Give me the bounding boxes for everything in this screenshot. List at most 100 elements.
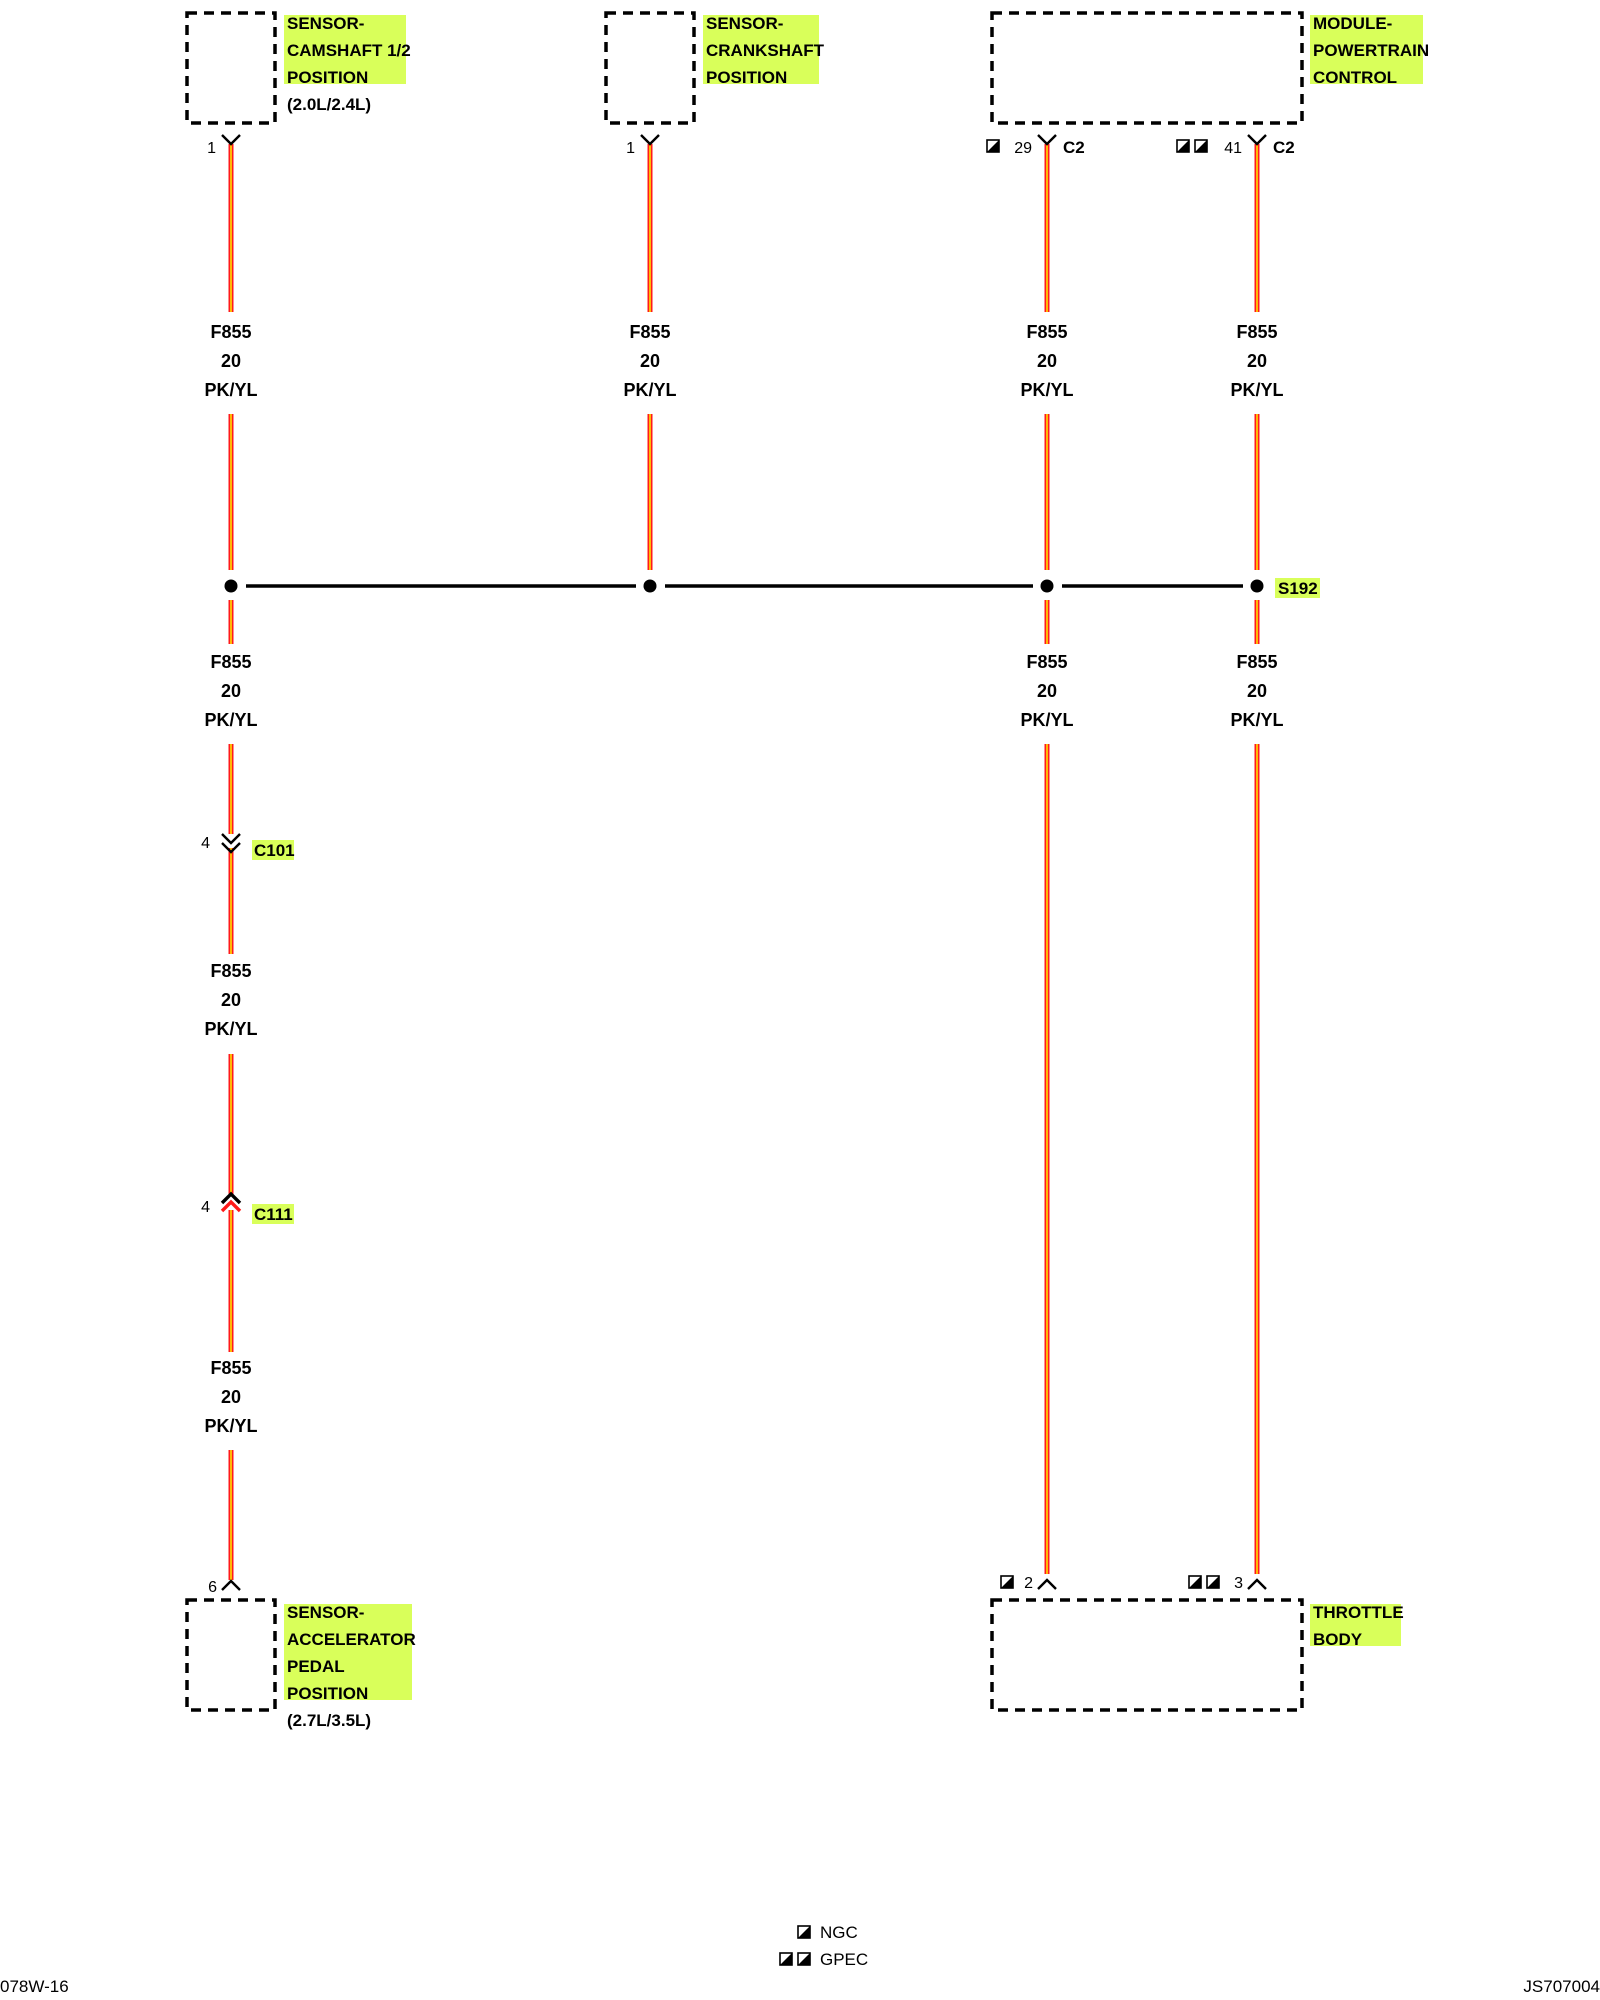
gpec-marker-icon xyxy=(1176,139,1208,153)
legend-gpec-label: GPEC xyxy=(820,1950,868,1969)
gpec-marker-icon xyxy=(1188,1575,1220,1589)
pcm-label-line-3: CONTROL xyxy=(1313,68,1397,87)
throttle-label-line-2: BODY xyxy=(1313,1630,1363,1649)
splice-node xyxy=(1040,579,1054,593)
footer-left-code: 078W-16 xyxy=(0,1977,69,1996)
crankshaft-label-line-3: POSITION xyxy=(706,68,787,87)
splice-bus xyxy=(224,579,1264,593)
connector-id: C111 xyxy=(254,1205,293,1224)
connector-id: C2 xyxy=(1063,138,1085,157)
pcm-label-line-2: POWERTRAIN xyxy=(1313,41,1429,60)
legend: NGC GPEC xyxy=(779,1923,868,1969)
pin-number: 1 xyxy=(626,140,635,157)
app-label-note: (2.7L/3.5L) xyxy=(287,1711,371,1730)
wire-gauge: 20 xyxy=(1247,351,1267,371)
wire-circuit: F855 xyxy=(1026,322,1067,342)
crankshaft-label-highlight xyxy=(703,15,819,84)
throttle-body-box xyxy=(990,1598,1304,1712)
pcm-label-highlight xyxy=(1310,15,1423,84)
crankshaft-label-line-2: CRANKSHAFT xyxy=(706,41,825,60)
wire-circuit: F855 xyxy=(1236,322,1277,342)
camshaft-label-line-3: POSITION xyxy=(287,68,368,87)
splice-node xyxy=(224,579,238,593)
pin-number: 4 xyxy=(201,1199,210,1216)
app-label-line-2: ACCELERATOR xyxy=(287,1630,416,1649)
pin-number: 41 xyxy=(1224,140,1242,157)
wire-color: PK/YL xyxy=(623,380,676,400)
terminal-pcm-gpec: 41 C2 xyxy=(1176,134,1295,157)
connector-id: C101 xyxy=(254,841,295,860)
footer-right-code: JS707004 xyxy=(1523,1977,1600,1996)
pin-number: 3 xyxy=(1234,1575,1243,1592)
wire-circuit: F855 xyxy=(629,322,670,342)
crankshaft-label-line-1: SENSOR- xyxy=(706,14,783,33)
legend-ngc-label: NGC xyxy=(820,1923,858,1942)
pin-number: 1 xyxy=(207,140,216,157)
gpec-legend-icon xyxy=(779,1952,811,1966)
wire-circuit: F855 xyxy=(210,322,251,342)
terminal-camshaft: 1 xyxy=(207,134,241,157)
app-label-line-1: SENSOR- xyxy=(287,1603,364,1622)
crankshaft-sensor-box xyxy=(604,11,696,125)
wire-gauge: 20 xyxy=(221,351,241,371)
wire-gauge: 20 xyxy=(1247,681,1267,701)
c101-highlight xyxy=(252,840,294,860)
wire-color: PK/YL xyxy=(1020,710,1073,730)
pcm-box xyxy=(990,11,1304,125)
camshaft-label-highlight xyxy=(284,15,406,84)
connector-c101: 4 C101 xyxy=(201,833,295,860)
c111-highlight xyxy=(252,1204,294,1224)
wire-circuit: F855 xyxy=(210,961,251,981)
wire-gauge: 20 xyxy=(221,681,241,701)
pin-number: 29 xyxy=(1014,140,1032,157)
wire-color: PK/YL xyxy=(1230,380,1283,400)
ngc-marker-icon xyxy=(986,139,1000,153)
wire-gauge: 20 xyxy=(1037,351,1057,371)
terminal-tb-ngc: 2 xyxy=(1000,1575,1057,1592)
terminal-pcm-ngc: 29 C2 xyxy=(986,134,1085,157)
pcm-label-line-1: MODULE- xyxy=(1313,14,1392,33)
wire-gauge: 20 xyxy=(221,1387,241,1407)
wire-circuit: F855 xyxy=(210,1358,251,1378)
splice-node xyxy=(643,579,657,593)
wire-circuit: F855 xyxy=(210,652,251,672)
wire-circuit: F855 xyxy=(1026,652,1067,672)
app-sensor-box xyxy=(185,1598,277,1712)
terminal-crankshaft: 1 xyxy=(626,134,660,157)
wire-labels: F85520PK/YLF85520PK/YLF85520PK/YLF85520P… xyxy=(204,322,1283,1436)
splice-label: S192 xyxy=(1278,579,1318,598)
throttle-label-highlight xyxy=(1310,1604,1401,1646)
wire-color: PK/YL xyxy=(204,1019,257,1039)
pin-number: 4 xyxy=(201,835,210,852)
wire-gauge: 20 xyxy=(640,351,660,371)
pin-number: 2 xyxy=(1024,1575,1033,1592)
terminal-app: 6 xyxy=(208,1579,241,1596)
wire-gauge: 20 xyxy=(1037,681,1057,701)
wire-gauge: 20 xyxy=(221,990,241,1010)
wire-color: PK/YL xyxy=(204,1416,257,1436)
terminal-tb-gpec: 3 xyxy=(1188,1575,1267,1592)
ngc-marker-icon xyxy=(1000,1575,1014,1589)
camshaft-sensor-box xyxy=(185,11,277,125)
connector-c111: 4 C111 xyxy=(201,1191,294,1224)
connector-id: C2 xyxy=(1273,138,1295,157)
wire-color: PK/YL xyxy=(1020,380,1073,400)
app-label-highlight xyxy=(284,1604,412,1700)
camshaft-label-line-1: SENSOR- xyxy=(287,14,364,33)
wire-color: PK/YL xyxy=(204,710,257,730)
wire-color: PK/YL xyxy=(204,380,257,400)
camshaft-label-line-2: CAMSHAFT 1/2 xyxy=(287,41,411,60)
wire-circuit: F855 xyxy=(1236,652,1277,672)
pin-number: 6 xyxy=(208,1579,217,1596)
app-label-line-3: PEDAL xyxy=(287,1657,345,1676)
